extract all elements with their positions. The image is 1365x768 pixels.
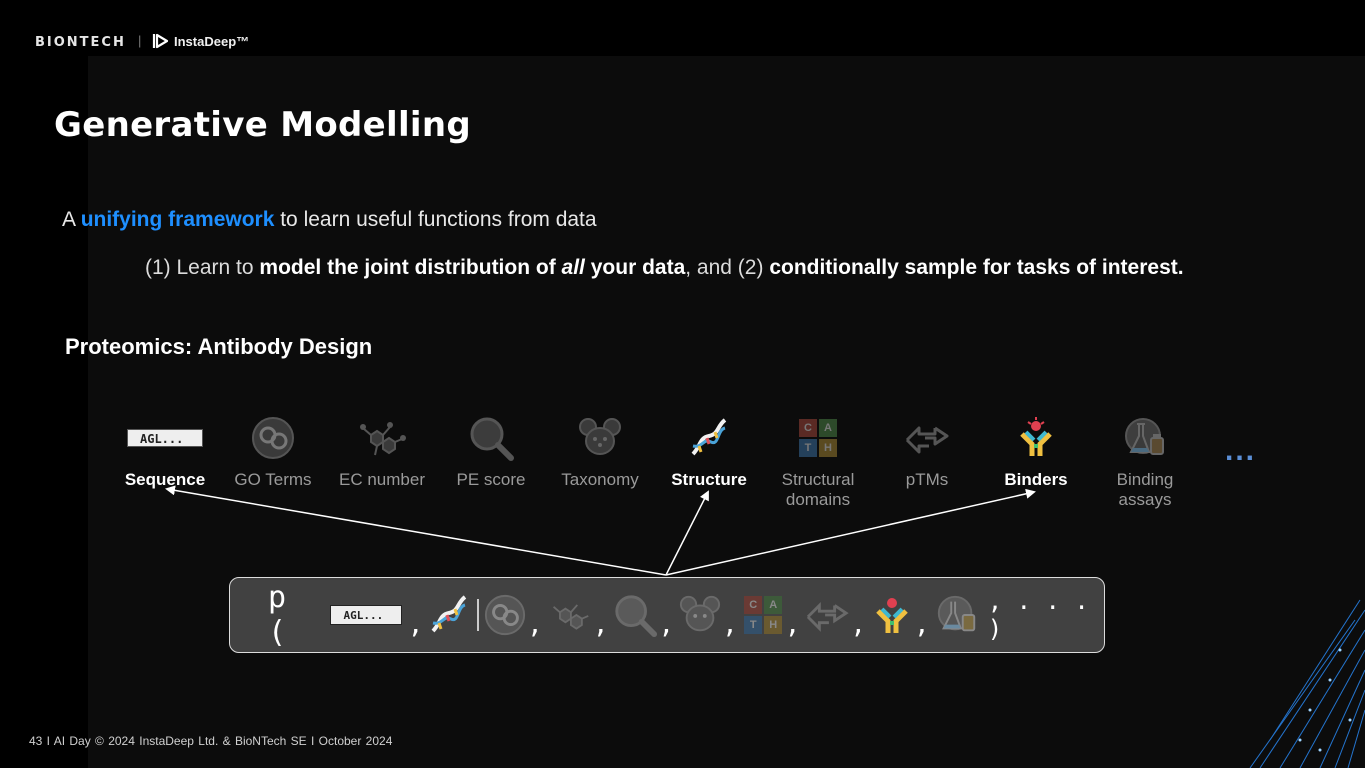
category-taxonomy: Taxonomy — [545, 410, 655, 490]
cath-a: A — [819, 419, 837, 437]
category-label: GO Terms — [234, 470, 312, 489]
formula-ellipsis: , . . . ) — [987, 587, 1089, 643]
category-label: pTMs — [905, 470, 949, 489]
formula-flask-icon — [934, 591, 980, 639]
instadeep-logo: InstaDeep™ — [152, 33, 249, 49]
arrow-to-sequence — [165, 485, 667, 576]
category-label: Taxonomy — [561, 470, 639, 489]
antibody-icon — [1020, 417, 1052, 456]
steps-bold-2: your data — [584, 256, 686, 279]
cath-h: H — [764, 616, 783, 634]
formula-comma: , — [914, 610, 930, 640]
joint-distribution-formula: p ( AGL... , , , , , C A T H , , — [229, 577, 1105, 653]
molecule-icon — [360, 422, 406, 456]
category-ptms: pTMs — [872, 410, 982, 490]
formula-magnifier-icon — [612, 591, 658, 639]
category-label: PE score — [456, 470, 526, 489]
cath-c: C — [799, 419, 817, 437]
logo-separator: | — [138, 33, 142, 48]
steps-part-2: , and (2) — [685, 256, 770, 279]
formula-comma: , — [527, 610, 543, 640]
biontech-logo: BIONTECH — [35, 35, 126, 50]
category-ec-number: EC number — [327, 410, 437, 490]
category-label: EC number — [339, 470, 425, 489]
formula-molecule-icon — [547, 591, 593, 639]
cath-icon: C A T H — [799, 419, 837, 457]
instadeep-wordmark: InstaDeep™ — [174, 33, 250, 49]
cath-a: A — [764, 596, 783, 614]
category-label: Binding assays — [1116, 470, 1174, 509]
decorative-light-streaks — [1240, 590, 1365, 768]
swap-arrows-icon — [905, 426, 949, 454]
arrow-to-structure — [665, 490, 709, 576]
formula-comma: , — [850, 610, 867, 640]
cath-t: T — [744, 616, 763, 634]
formula-comma: , — [658, 610, 675, 640]
category-sequence: AGL... Sequence — [110, 410, 220, 490]
slide-title: Generative Modelling — [54, 105, 472, 145]
magnifier-icon — [470, 417, 514, 461]
formula-dna-helix-icon — [427, 591, 471, 639]
category-label: Sequence — [124, 470, 206, 489]
steps-part-1: (1) Learn to — [145, 256, 260, 279]
category-label: Binders — [1004, 470, 1068, 489]
mouse-icon — [579, 418, 621, 455]
category-binding-assays: Binding assays — [1090, 410, 1200, 510]
steps-italic-all: all — [561, 256, 585, 279]
conditioning-bar — [477, 599, 480, 631]
formula-comma: , — [592, 610, 609, 640]
category-label: Structure — [671, 470, 747, 489]
category-structure: Structure — [654, 410, 764, 490]
formula-comma: , — [722, 610, 738, 640]
category-structural-domains: C A T H Structural domains — [763, 410, 873, 510]
framework-suffix: to learn useful functions from data — [274, 208, 597, 231]
formula-mouse-icon — [678, 591, 722, 639]
section-subtitle: Proteomics: Antibody Design — [65, 334, 373, 359]
steps-bold-1: model the joint distribution of — [259, 256, 562, 279]
instadeep-mark-icon — [152, 33, 169, 49]
more-ellipsis: ... — [1225, 434, 1257, 467]
dna-helix-icon — [691, 418, 727, 456]
framework-line: A unifying framework to learn useful fun… — [62, 208, 597, 232]
category-pe-score: PE score — [436, 410, 546, 490]
cath-t: T — [799, 439, 817, 457]
flask-icon — [1125, 418, 1164, 455]
left-margin — [0, 0, 88, 768]
formula-comma: , — [784, 610, 801, 640]
formula-go-terms-icon — [483, 591, 527, 639]
formula-p: p ( — [268, 580, 287, 650]
top-bar — [0, 0, 1365, 56]
steps-line: (1) Learn to model the joint distributio… — [145, 256, 1184, 280]
sequence-box-icon: AGL... — [127, 429, 203, 447]
formula-sequence-box: AGL... — [330, 605, 402, 625]
arrow-to-binders — [665, 488, 1036, 576]
category-go-terms: GO Terms — [218, 410, 328, 490]
cath-h: H — [819, 439, 837, 457]
framework-highlight: unifying framework — [80, 208, 275, 231]
formula-cath-icon: C A T H — [742, 591, 785, 639]
go-terms-icon — [252, 417, 294, 459]
cath-c: C — [744, 596, 763, 614]
category-label: Structural domains — [781, 470, 855, 509]
formula-antibody-icon — [870, 591, 914, 639]
slide-footer: 43 I AI Day © 2024 InstaDeep Ltd. & BioN… — [29, 734, 393, 748]
formula-swap-arrows-icon — [804, 591, 850, 639]
category-binders: Binders — [981, 410, 1091, 490]
steps-bold-3: conditionally sample for tasks of intere… — [769, 256, 1184, 279]
framework-prefix: A — [62, 208, 81, 231]
formula-comma: , — [407, 610, 424, 640]
